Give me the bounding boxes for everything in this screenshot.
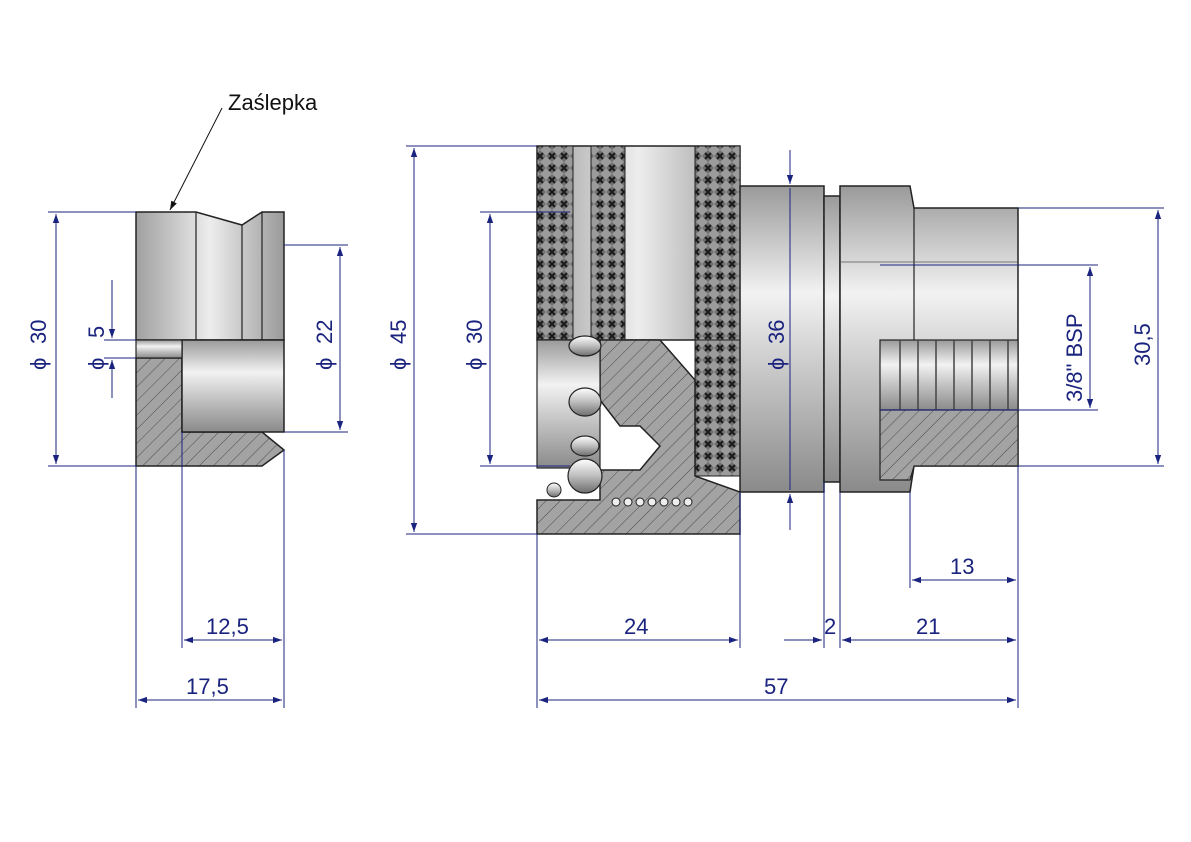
cap-symbol-5: ϕ	[84, 358, 109, 370]
dimension-labels: ϕ 30 ϕ 5 ϕ 22 12,5 17,5 ϕ 45 ϕ 30 ϕ 36 3…	[26, 313, 1155, 699]
hex-section	[879, 409, 1019, 481]
locking-ball-4	[567, 458, 603, 494]
coupler-symbol-36: ϕ	[764, 358, 789, 370]
coupler-outer-diameter-label: 45	[386, 320, 411, 344]
knurl-band-1	[536, 145, 574, 341]
sleeve-length-label: 24	[624, 614, 648, 639]
small-ball	[546, 482, 562, 498]
coupler-symbol-45: ϕ	[386, 358, 411, 370]
body-length-label: 21	[916, 614, 940, 639]
callout-leader	[169, 107, 223, 211]
knurl-band-2	[590, 145, 626, 341]
coupler-bore-diameter-label: 30	[462, 320, 487, 344]
cap-inner-bore	[181, 339, 285, 433]
callout: Zaślepka	[169, 90, 318, 211]
cap-symbol-22: ϕ	[312, 358, 337, 370]
cap-bore-diameter-label: 5	[84, 326, 109, 338]
coupler-body-diameter-label: 36	[764, 320, 789, 344]
cap-symbol-30: ϕ	[26, 358, 51, 370]
thread-section	[879, 339, 1019, 411]
cap-outer-diameter-label: 30	[26, 320, 51, 344]
cap-inner-diameter-label: 22	[312, 320, 337, 344]
cap-total-length-label: 17,5	[186, 674, 229, 699]
thread-teeth	[899, 340, 1009, 410]
coupler-section	[536, 339, 741, 535]
gap-label: 2	[824, 614, 836, 639]
locking-ball-1	[568, 335, 602, 357]
thread-length-label: 13	[950, 554, 974, 579]
cap-part	[135, 211, 286, 467]
cap-inner-length-label: 12,5	[206, 614, 249, 639]
thread-label: 3/8" BSP	[1062, 313, 1087, 402]
callout-label: Zaślepka	[228, 90, 318, 115]
coupler-symbol-30: ϕ	[462, 358, 487, 370]
locking-ball-3	[570, 435, 600, 457]
dimensions	[48, 145, 1164, 708]
total-length-label: 57	[764, 674, 788, 699]
spring	[611, 497, 693, 507]
cap-center-bore	[135, 339, 183, 359]
hex-size-label: 30,5	[1130, 323, 1155, 366]
locking-ball-2	[568, 387, 602, 417]
coupler-body	[739, 185, 825, 493]
coupler-part	[536, 145, 1019, 535]
coupler-collar	[823, 195, 841, 483]
knurl-band-3	[694, 145, 741, 341]
